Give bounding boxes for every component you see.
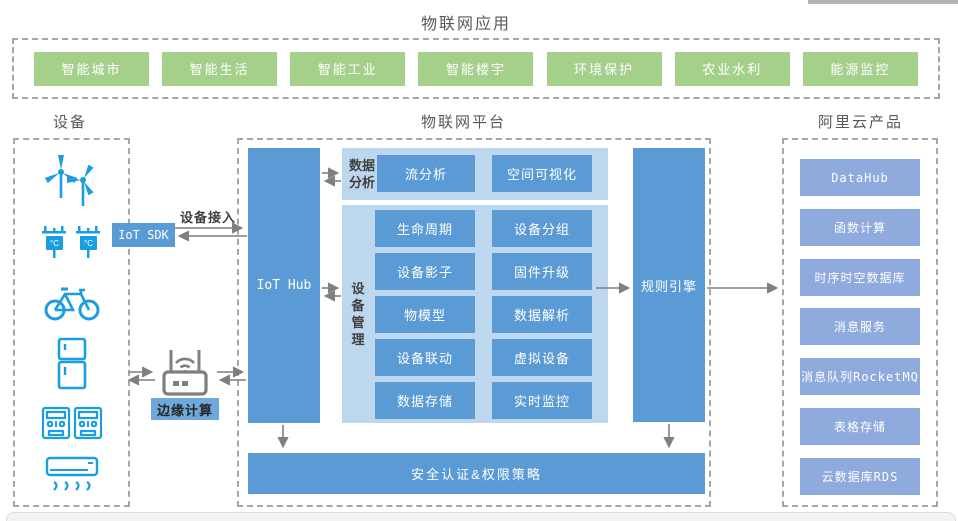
device-management-label: 设 备 管 理 [351,281,365,347]
edge-router-icon [153,346,217,405]
application-box: 能源监控 [802,51,918,86]
security-auth-bar: 安全认证&权限策略 [248,453,705,494]
data-analysis-label-line1: 数据 [348,158,375,173]
device-management-box: 设备联动 [375,339,475,376]
devices-title: 设备 [53,114,88,131]
refrigerator-icon [55,337,89,391]
device-access-label: 设备接入 [180,210,237,225]
electric-meter-icon [41,406,103,440]
device-management-box: 设备分组 [492,210,592,247]
cloud-product-box: 函数计算 [800,208,920,246]
device-management-box: 数据解析 [492,296,592,333]
cloud-product-box: 消息队列RocketMQ [800,358,920,396]
cloud-product-box: 时序时空数据库 [800,258,920,296]
cloud-product-box: 消息服务 [800,308,920,346]
application-box: 智能生活 [162,51,278,86]
cloud-products-group: DataHub 函数计算时序时空数据库消息服务消息队列RocketMQ 表格存储云数… [782,138,938,507]
platform-title: 物联网平台 [421,114,507,131]
application-box: 智能楼宇 [418,51,534,86]
bottom-partial-panel [6,512,956,521]
devices-group: °C °C [13,138,130,507]
cloud-title: 阿里云产品 [818,114,904,131]
application-box: 智能工业 [290,51,406,86]
top-right-partial-bar [808,0,958,4]
air-conditioner-icon [44,455,100,495]
temperature-sensor-icon: °C °C [40,225,104,267]
rules-engine-box: 规则引擎 [633,148,705,422]
data-analysis-label: 数据 分析 [346,157,378,191]
cloud-product-box: DataHub [800,159,920,196]
wind-turbine-icon [41,150,103,210]
svg-text:°C: °C [50,239,59,248]
cloud-product-box: 云数据库RDS [800,457,920,495]
device-management-box: 物模型 [375,296,475,333]
application-box: 环境保护 [546,51,662,86]
device-management-box: 虚拟设备 [492,339,592,376]
stream-analysis-box: 流分析 [377,155,475,192]
device-management-left-column: 生命周期设备影子物模型设备联动数据存储 [375,210,475,419]
device-management-box: 实时监控 [492,382,592,419]
application-box: 智能城市 [34,51,149,86]
device-management-panel: 设 备 管 理 生命周期设备影子物模型设备联动数据存储 设备分组固件升级数据解析… [342,205,608,423]
device-icon-list: °C °C [15,142,128,503]
device-management-box: 生命周期 [375,210,475,247]
cloud-product-box: 表格存储 [800,408,920,446]
application-box: 农业水利 [674,51,790,86]
device-management-box: 设备影子 [375,253,475,290]
spatial-visualization-box: 空间可视化 [492,155,592,192]
svg-text:°C: °C [84,239,93,248]
cloud-products-list: DataHub 函数计算时序时空数据库消息服务消息队列RocketMQ 表格存储云数… [784,159,936,495]
data-analysis-panel: 数据 分析 流分析 空间可视化 [342,148,608,200]
applications-list: 智能城市智能生活智能工业智能楼宇环境保护农业水利能源监控 [14,40,938,97]
bicycle-icon [43,282,101,322]
device-management-box: 固件升级 [492,253,592,290]
iot-hub-box: IoT Hub [248,148,320,423]
iot-sdk-box: IoT SDK [112,223,175,247]
applications-title: 物联网应用 [421,16,512,33]
platform-group [237,138,711,507]
data-analysis-label-line2: 分析 [348,175,375,190]
applications-group: 智能城市智能生活智能工业智能楼宇环境保护农业水利能源监控 [12,38,940,99]
device-management-right-column: 设备分组固件升级数据解析虚拟设备实时监控 [492,210,592,419]
device-management-box: 数据存储 [375,382,475,419]
edge-computing-label: 边缘计算 [151,398,219,420]
